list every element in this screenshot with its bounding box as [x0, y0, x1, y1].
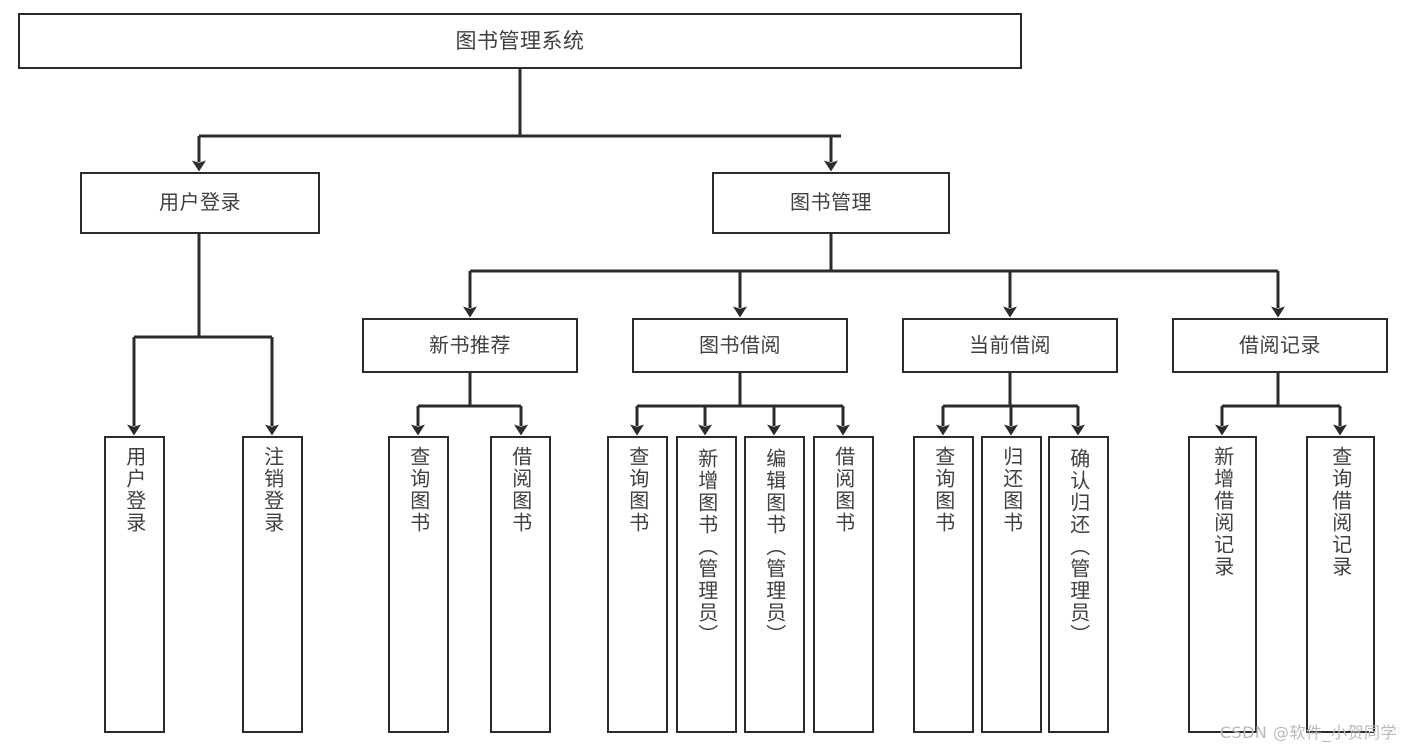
node-book-manage[interactable]: 图书管理	[712, 172, 950, 234]
leaf-label: 查询图书	[931, 446, 956, 534]
leaf-label: 借阅图书	[508, 446, 533, 534]
leaf-label: 查询借阅记录	[1328, 446, 1353, 578]
node-label: 图书管理系统	[455, 28, 585, 53]
leaf-current-borrow-return[interactable]: 归还图书	[981, 436, 1042, 733]
leaf-new-book-query[interactable]: 查询图书	[388, 436, 449, 733]
leaf-user-login-login[interactable]: 用户登录	[104, 436, 165, 733]
leaf-current-borrow-confirm-return[interactable]: 确认归还（管理员）	[1048, 436, 1109, 733]
leaf-book-borrow-query[interactable]: 查询图书	[607, 436, 668, 733]
leaf-label: 注销登录	[260, 446, 285, 534]
leaf-label: 借阅图书	[831, 446, 856, 534]
leaf-book-borrow-edit[interactable]: 编辑图书（管理员）	[744, 436, 805, 733]
node-label: 新书推荐	[429, 332, 511, 357]
leaf-label: 新增借阅记录	[1210, 446, 1235, 578]
csdn-watermark: CSDN @软件_小贺同学	[1219, 723, 1397, 742]
leaf-label: 用户登录	[122, 446, 147, 534]
node-current-borrow[interactable]: 当前借阅	[902, 318, 1118, 373]
node-label: 当前借阅	[969, 332, 1051, 357]
node-borrow-record[interactable]: 借阅记录	[1172, 318, 1388, 373]
leaf-label: 新增图书（管理员）	[694, 448, 719, 646]
node-label: 用户登录	[159, 190, 241, 215]
leaf-current-borrow-query[interactable]: 查询图书	[913, 436, 974, 733]
node-user-login[interactable]: 用户登录	[80, 172, 320, 234]
leaf-label: 确认归还（管理员）	[1066, 448, 1091, 646]
leaf-book-borrow-add[interactable]: 新增图书（管理员）	[676, 436, 737, 733]
leaf-new-book-borrow[interactable]: 借阅图书	[490, 436, 551, 733]
node-root-library-system[interactable]: 图书管理系统	[18, 13, 1022, 69]
node-new-book-recommend[interactable]: 新书推荐	[362, 318, 578, 373]
leaf-book-borrow-borrow[interactable]: 借阅图书	[813, 436, 874, 733]
leaf-label: 归还图书	[999, 446, 1024, 534]
node-label: 图书管理	[790, 190, 872, 215]
node-label: 借阅记录	[1239, 332, 1321, 357]
leaf-user-login-logout[interactable]: 注销登录	[242, 436, 303, 733]
leaf-borrow-record-query[interactable]: 查询借阅记录	[1306, 436, 1375, 733]
node-label: 图书借阅	[699, 332, 781, 357]
leaf-label: 查询图书	[625, 446, 650, 534]
leaf-label: 编辑图书（管理员）	[762, 448, 787, 646]
leaf-label: 查询图书	[406, 446, 431, 534]
node-book-borrow[interactable]: 图书借阅	[632, 318, 848, 373]
leaf-borrow-record-add[interactable]: 新增借阅记录	[1188, 436, 1257, 733]
